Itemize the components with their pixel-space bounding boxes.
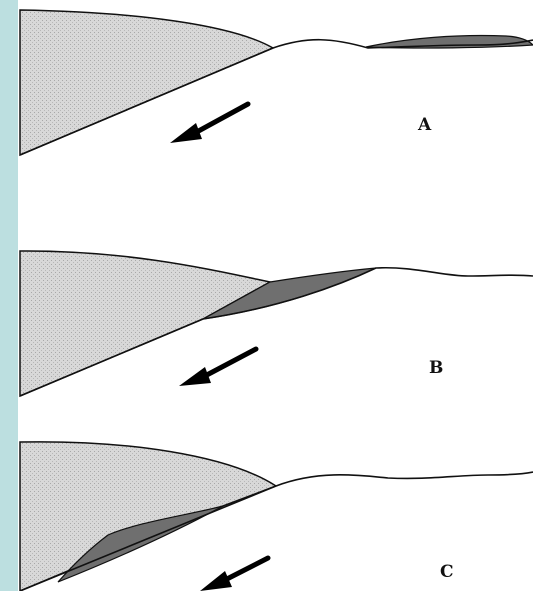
panel-label-b: B bbox=[429, 360, 443, 377]
flow-arrow-head bbox=[179, 367, 211, 386]
upper-glacier-mass bbox=[20, 251, 270, 396]
flow-arrow-head bbox=[170, 123, 202, 143]
flow-arrow bbox=[223, 558, 268, 581]
panel-a-drawing bbox=[18, 0, 533, 200]
panel-b: B bbox=[18, 236, 533, 406]
upper-glacier-mass bbox=[20, 442, 276, 591]
dark-lens-deposit bbox=[366, 35, 533, 48]
panel-c-drawing bbox=[18, 430, 533, 591]
flow-arrow bbox=[203, 349, 256, 377]
upper-glacier-mass bbox=[20, 10, 273, 155]
panel-c: C bbox=[18, 430, 533, 591]
panel-b-drawing bbox=[18, 236, 533, 406]
panel-label-c: C bbox=[440, 564, 454, 581]
side-accent-bar bbox=[0, 0, 18, 591]
panel-a: A bbox=[18, 0, 533, 200]
flow-arrow-head bbox=[200, 571, 232, 591]
panel-label-a: A bbox=[418, 117, 431, 134]
flow-arrow bbox=[193, 104, 248, 134]
